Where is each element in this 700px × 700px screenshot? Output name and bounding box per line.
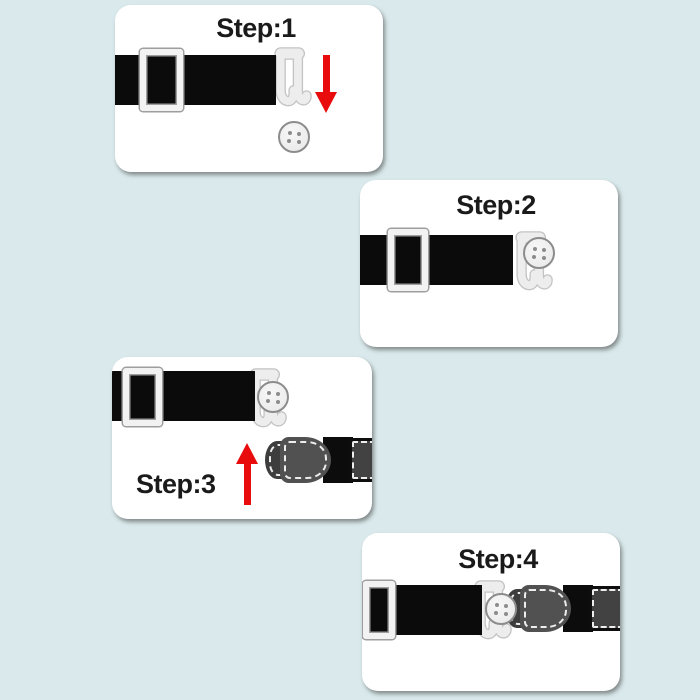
strap-flap — [520, 585, 571, 632]
red-arrow-up-icon — [236, 443, 259, 505]
step-4-card: Step:4 — [362, 533, 620, 691]
four-hole-button-icon — [523, 237, 555, 269]
belt-strap — [360, 235, 513, 285]
step-1-card: Step:1 — [115, 5, 383, 172]
step-2-card: Step:2 — [360, 180, 618, 347]
belt-strap — [362, 585, 482, 635]
strap-flap — [280, 437, 331, 483]
step-3-card: Step:3 — [112, 357, 372, 519]
button-hole-strap — [265, 437, 372, 483]
strap-stitched-segment — [589, 586, 620, 631]
four-hole-button-icon — [278, 121, 310, 153]
hook-icon — [515, 231, 553, 291]
slide-buckle-icon — [363, 581, 395, 639]
hook-icon — [249, 368, 287, 428]
step-2-title: Step:2 — [456, 190, 536, 220]
step-1-title: Step:1 — [216, 13, 296, 43]
belt-strap — [112, 371, 255, 421]
strap-stitched-segment — [349, 438, 372, 482]
hook-icon — [274, 47, 312, 107]
slide-buckle-icon — [140, 49, 183, 111]
red-arrow-down-icon — [315, 55, 338, 113]
step-3-title: Step:3 — [136, 469, 216, 499]
button-hole-strap — [505, 585, 620, 632]
slide-buckle-icon — [123, 368, 162, 426]
four-hole-button-icon — [257, 381, 289, 413]
four-hole-button-icon — [485, 593, 517, 625]
step-4-title: Step:4 — [458, 544, 538, 574]
slide-buckle-icon — [388, 229, 428, 291]
